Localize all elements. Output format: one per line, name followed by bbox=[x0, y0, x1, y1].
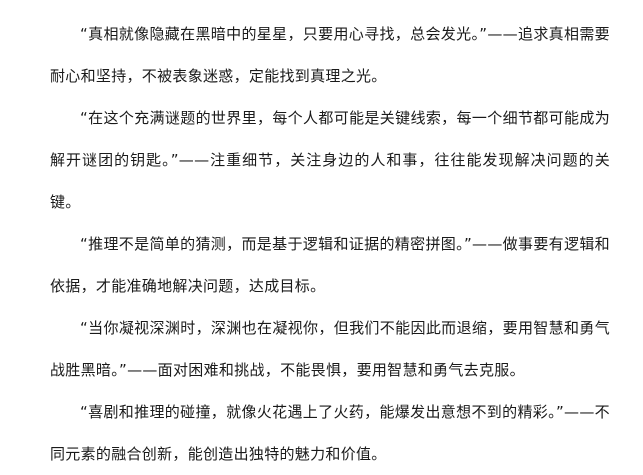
quote-paragraph-1: “真相就像隐藏在黑暗中的星星，只要用心寻找，总会发光。”——追求真相需要耐心和坚… bbox=[50, 25, 610, 85]
document-body: “真相就像隐藏在黑暗中的星星，只要用心寻找，总会发光。”——追求真相需要耐心和坚… bbox=[50, 13, 610, 475]
quote-paragraph-4: “当你凝视深渊时，深渊也在凝视你，但我们不能因此而退缩，要用智慧和勇气战胜黑暗。… bbox=[50, 319, 610, 379]
quote-paragraph-2: “在这个充满谜题的世界里，每个人都可能是关键线索，每一个细节都可能成为解开谜团的… bbox=[50, 109, 610, 211]
quote-paragraph-5: “喜剧和推理的碰撞，就像火花遇上了火药，能爆发出意想不到的精彩。”——不同元素的… bbox=[50, 403, 610, 463]
quote-paragraph-3: “推理不是简单的猜测，而是基于逻辑和证据的精密拼图。”——做事要有逻辑和依据，才… bbox=[50, 235, 610, 295]
